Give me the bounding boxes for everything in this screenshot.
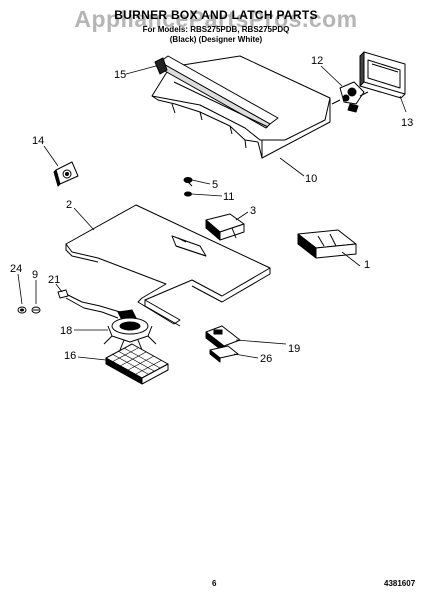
part-1-clip [297, 229, 357, 259]
part-14-bracket [53, 161, 79, 187]
part-15-front-rail [154, 55, 279, 129]
callout-10: 10 [305, 173, 317, 185]
part-24-screw [17, 306, 27, 314]
callout-9: 9 [32, 269, 38, 281]
part-26-plate [209, 345, 239, 363]
watermark-text: AppliancePartsPros.com [74, 6, 358, 32]
part-3-small-bracket [205, 213, 245, 241]
callout-16: 16 [64, 350, 76, 362]
callout-1: 1 [364, 259, 370, 271]
leader-lines [17, 65, 407, 361]
callout-24: 24 [10, 263, 22, 275]
color-variants: (Black) (Designer White) [169, 35, 263, 44]
diagram-title: BURNER BOX AND LATCH PARTS [114, 8, 318, 22]
part-16-burner-grid [105, 343, 169, 385]
callout-26: 26 [260, 353, 272, 365]
callout-2: 2 [66, 199, 72, 211]
callout-14: 14 [32, 135, 44, 147]
part-13-latch-handle [359, 51, 406, 99]
part-12-latch-assembly [331, 81, 369, 113]
callout-18: 18 [60, 325, 72, 337]
part-18-burner-assembly [103, 317, 157, 351]
part-11-screw [184, 191, 192, 197]
callout-11: 11 [223, 191, 234, 203]
callout-13: 13 [401, 117, 413, 129]
document-number: 4381607 [384, 579, 416, 588]
part-21-igniter-tube [57, 289, 137, 321]
callout-19: 19 [288, 343, 300, 355]
callout-15: 15 [114, 69, 126, 81]
callout-5: 5 [212, 179, 218, 191]
callout-12: 12 [311, 55, 323, 67]
part-5-screw [183, 177, 193, 187]
part-9-washer [31, 306, 41, 314]
model-list: For Models: RBS275PDB, RBS275PDQ [142, 25, 290, 34]
part-2-bottom-panel [65, 204, 271, 327]
callout-3: 3 [250, 205, 256, 217]
callout-21: 21 [48, 274, 60, 286]
page-number: 6 [212, 579, 217, 588]
